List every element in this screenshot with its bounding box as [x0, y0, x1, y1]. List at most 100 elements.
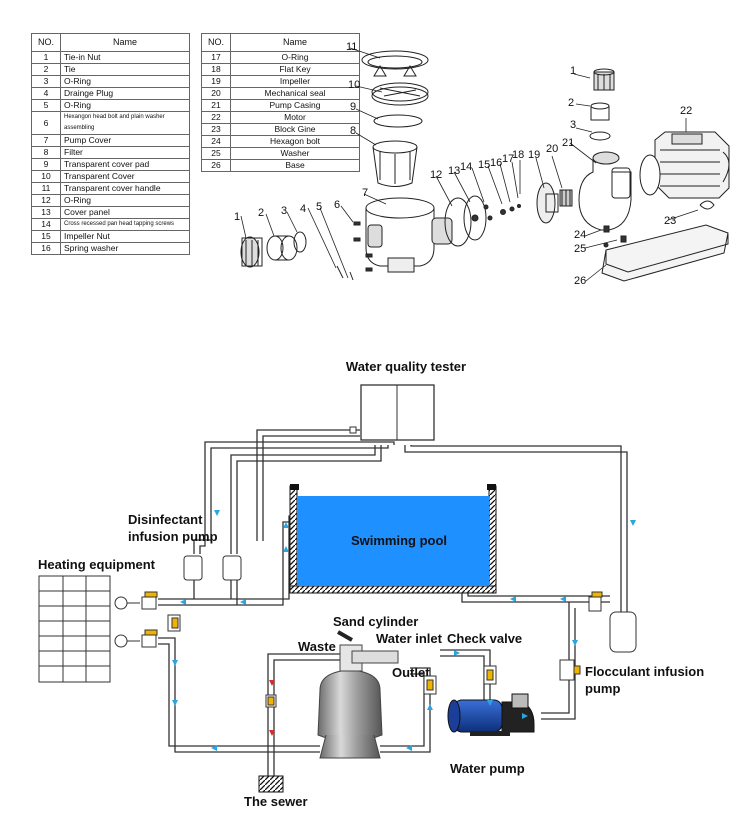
part-hex-bolts	[353, 221, 373, 272]
part-number: 16	[31, 242, 61, 255]
callout-number: 11	[346, 41, 357, 53]
callout-number: 21	[562, 137, 574, 149]
callout-number: 4	[300, 203, 306, 215]
disinfectant-label-line1: Disinfectant	[128, 512, 203, 527]
the-sewer-label: The sewer	[244, 794, 308, 809]
callout-number: 10	[348, 79, 360, 91]
callout-number: 2	[568, 97, 574, 109]
callout-number: 2	[258, 207, 264, 219]
part-filter	[372, 140, 418, 187]
callout-number: 16	[490, 157, 502, 169]
heater-valve-top	[141, 591, 158, 610]
outlet-label: Outlet	[392, 665, 430, 680]
part-name: Base	[230, 159, 360, 172]
heater-valve-bottom	[141, 629, 158, 648]
waste-label: Waste	[298, 639, 336, 654]
callout-number: 6	[334, 199, 340, 211]
part-drain-plug	[336, 265, 344, 279]
callout-number: 18	[512, 149, 524, 161]
flocculant-label-line2: pump	[585, 681, 620, 696]
part-cover-pad	[373, 114, 423, 128]
flocculant-infusion-pump: Flocculant infusion pump	[585, 611, 704, 696]
callout-number: 23	[664, 215, 676, 227]
water-inlet-label: Water inlet	[376, 631, 443, 646]
exploded-view	[240, 47, 730, 282]
part-cover-panel	[463, 195, 487, 241]
part-name: Spring washer	[60, 242, 190, 255]
callout-number: 1	[234, 211, 240, 223]
disinfectant-infusion-pump: Disinfectant infusion pump	[128, 512, 242, 581]
callout-number: 17	[502, 153, 514, 165]
callout-number: 14	[460, 161, 472, 173]
water-quality-tester: Water quality tester	[346, 359, 466, 441]
part-block-gine	[699, 200, 715, 210]
flocculant-label-line1: Flocculant infusion	[585, 664, 704, 679]
sand-cylinder: Sand cylinder Waste Water inlet Check va…	[298, 614, 522, 759]
callout-number: 12	[430, 169, 442, 181]
part-pump-cover	[365, 197, 453, 273]
part-base	[601, 224, 729, 282]
callout-number: 25	[574, 243, 586, 255]
water-quality-tester-label: Water quality tester	[346, 359, 466, 374]
callout-number: 19	[528, 149, 540, 161]
callout-number: 22	[680, 105, 692, 117]
part-o-ring-5	[349, 271, 354, 281]
water-pump-label: Water pump	[450, 761, 525, 776]
callout-number: 20	[546, 143, 558, 155]
callout-number: 13	[448, 165, 460, 177]
swimming-pool-label: Swimming pool	[351, 533, 447, 548]
sand-cylinder-label: Sand cylinder	[333, 614, 418, 629]
part-name: Hexangon head bolt and plain washer asse…	[60, 111, 190, 135]
part-number: 26	[201, 159, 231, 172]
callout-number: 24	[574, 229, 586, 241]
flow-arrows	[172, 510, 636, 751]
the-sewer: The sewer	[244, 775, 308, 809]
disinfectant-label-line2: infusion pump	[128, 529, 218, 544]
callout-number: 8	[350, 125, 356, 137]
callout-number: 5	[316, 201, 322, 213]
part-o-ring-3	[293, 231, 307, 253]
water-pump: Water pump	[447, 693, 535, 776]
heating-equipment-label: Heating equipment	[38, 557, 156, 572]
pipes	[158, 429, 628, 778]
callout-number: 3	[570, 119, 576, 131]
part-pump-casing	[578, 151, 632, 231]
part-tie-in-nut	[240, 236, 263, 268]
callout-number: 7	[362, 187, 368, 199]
heating-equipment: Heating equipment	[38, 557, 156, 683]
part-motor	[639, 131, 730, 199]
waste-arrows	[269, 680, 275, 736]
part-tie	[266, 235, 298, 261]
part-o-ring-12	[444, 197, 472, 247]
part-hex-bolt-washer	[603, 225, 627, 248]
valves	[141, 591, 603, 708]
part-transparent-cover	[371, 82, 429, 106]
part-tie-in-nut-right	[589, 68, 615, 141]
callout-number: 26	[574, 275, 586, 287]
callout-number: 15	[478, 159, 490, 171]
callout-number: 1	[570, 65, 576, 77]
part-mechanical-seal	[559, 189, 573, 207]
swimming-pool: Swimming pool	[289, 484, 497, 594]
check-valve-label: Check valve	[447, 631, 522, 646]
part-impeller	[536, 182, 559, 224]
part-transparent-cover-handle	[361, 50, 429, 77]
callout-number: 3	[281, 205, 287, 217]
callout-number: 9	[350, 101, 356, 113]
